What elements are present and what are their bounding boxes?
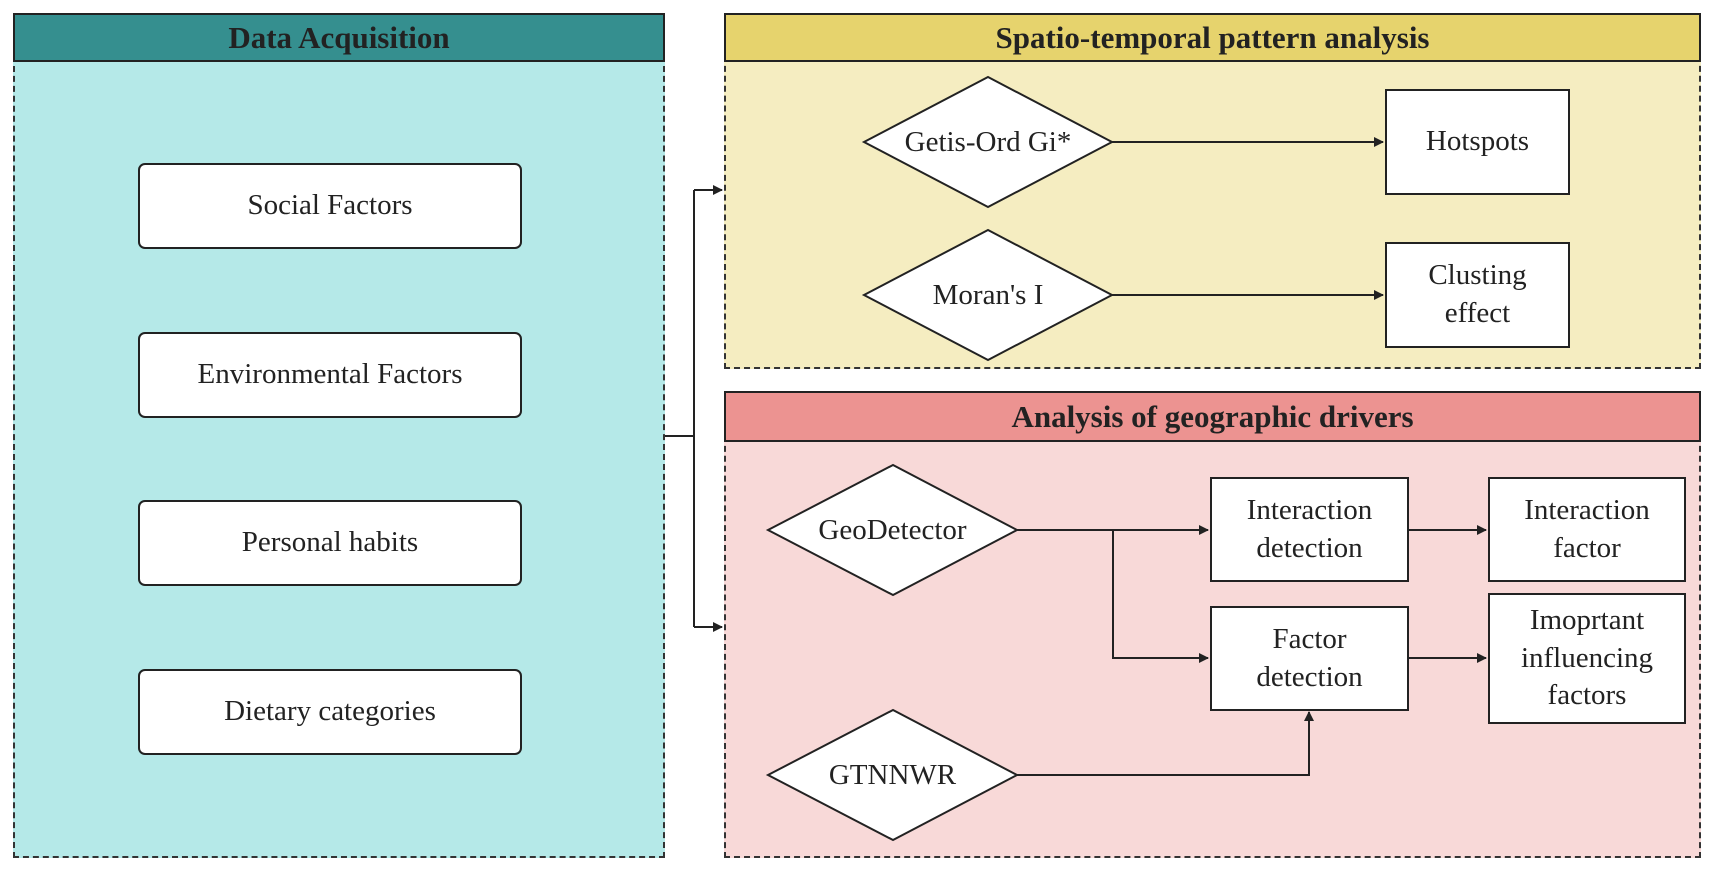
factor-detection-line-2: detection (1256, 660, 1363, 693)
morans-i-label: Moran's I (932, 278, 1044, 311)
interaction-factor-box: Interaction factor (1488, 477, 1686, 582)
personal-habits-box: Personal habits (138, 500, 522, 586)
interaction-factor-line-2: factor (1553, 531, 1621, 564)
important-factors-line-3: factors (1547, 679, 1627, 712)
clusting-effect-box: Clusting effect (1385, 242, 1570, 348)
social-factors-box: Social Factors (138, 163, 522, 249)
spatiotemporal-header: Spatio-temporal pattern analysis (724, 13, 1701, 62)
hotspots-box: Hotspots (1385, 89, 1570, 195)
important-factors-box: Imoprtant influencing factors (1488, 593, 1686, 724)
getis-ord-label: Getis-Ord Gi* (904, 125, 1072, 158)
data-acquisition-header: Data Acquisition (13, 13, 665, 62)
gtnnwr-label: GTNNWR (828, 758, 957, 791)
interaction-detection-line-2: detection (1256, 531, 1363, 564)
geodetector-to-factor-arrow (1112, 530, 1209, 663)
important-factors-line-1: Imoprtant (1529, 603, 1645, 636)
factor-detection-box: Factor detection (1210, 606, 1409, 711)
factor-detection-line-1: Factor (1272, 622, 1347, 655)
dietary-categories-box: Dietary categories (138, 669, 522, 755)
clusting-effect-line-2: effect (1444, 297, 1511, 329)
clusting-effect-line-1: Clusting (1428, 259, 1527, 292)
interaction-detection-box: Interaction detection (1210, 477, 1409, 582)
important-factors-line-2: influencing (1520, 641, 1654, 674)
interaction-factor-line-1: Interaction (1524, 493, 1650, 526)
geodetector-label: GeoDetector (818, 513, 967, 546)
environmental-factors-box: Environmental Factors (138, 332, 522, 418)
geographic-drivers-header: Analysis of geographic drivers (724, 391, 1701, 442)
gtnnwr-to-factor-arrow (1017, 711, 1314, 776)
interaction-detection-line-1: Interaction (1246, 493, 1373, 526)
bracket-connector (665, 190, 695, 627)
